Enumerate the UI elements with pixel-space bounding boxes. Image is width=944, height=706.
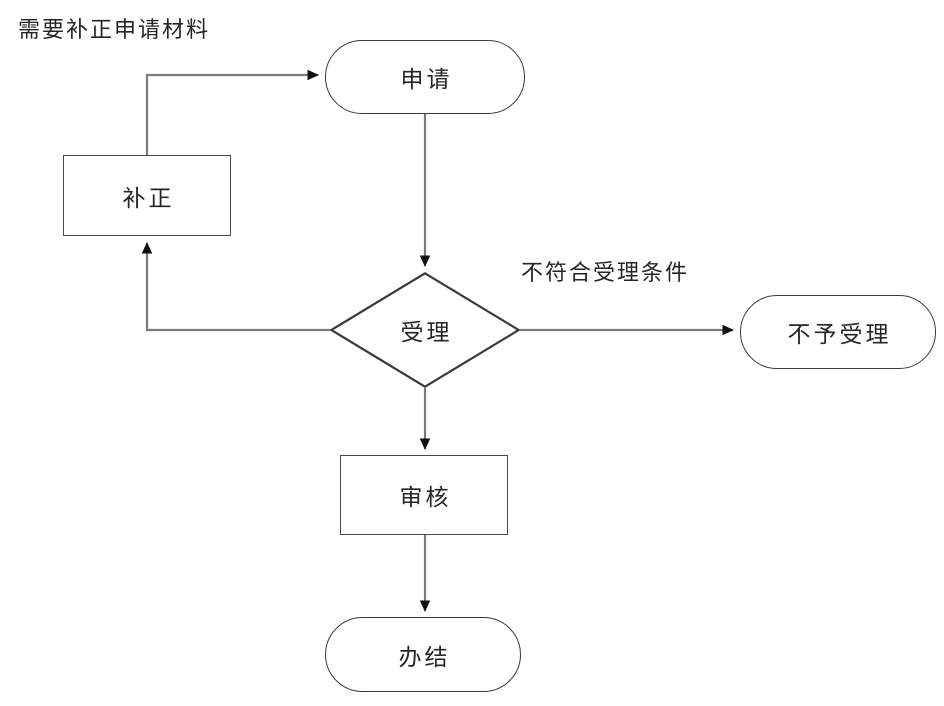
edge-label-not-qualified: 不符合受理条件 xyxy=(521,261,690,286)
node-review[interactable]: 审核 xyxy=(340,455,508,535)
node-apply-label: 申请 xyxy=(400,67,453,93)
diamond-outline-icon xyxy=(330,272,520,388)
node-complete[interactable]: 办结 xyxy=(325,617,521,692)
node-accept-label: 受理 xyxy=(400,320,453,346)
node-review-label: 审核 xyxy=(399,485,452,511)
edge-accept-to-amend xyxy=(141,242,330,332)
node-amend-label: 补正 xyxy=(122,185,175,212)
edge-label-need-amend: 需要补正申请材料 xyxy=(18,18,211,43)
edge-amend-to-apply xyxy=(145,69,319,155)
node-accept[interactable]: 受理 xyxy=(330,272,520,388)
node-reject[interactable]: 不予受理 xyxy=(740,295,936,369)
node-reject-label: 不予受理 xyxy=(787,322,892,348)
node-complete-label: 办结 xyxy=(398,644,451,671)
node-apply[interactable]: 申请 xyxy=(325,40,525,114)
node-amend[interactable]: 补正 xyxy=(63,155,231,236)
